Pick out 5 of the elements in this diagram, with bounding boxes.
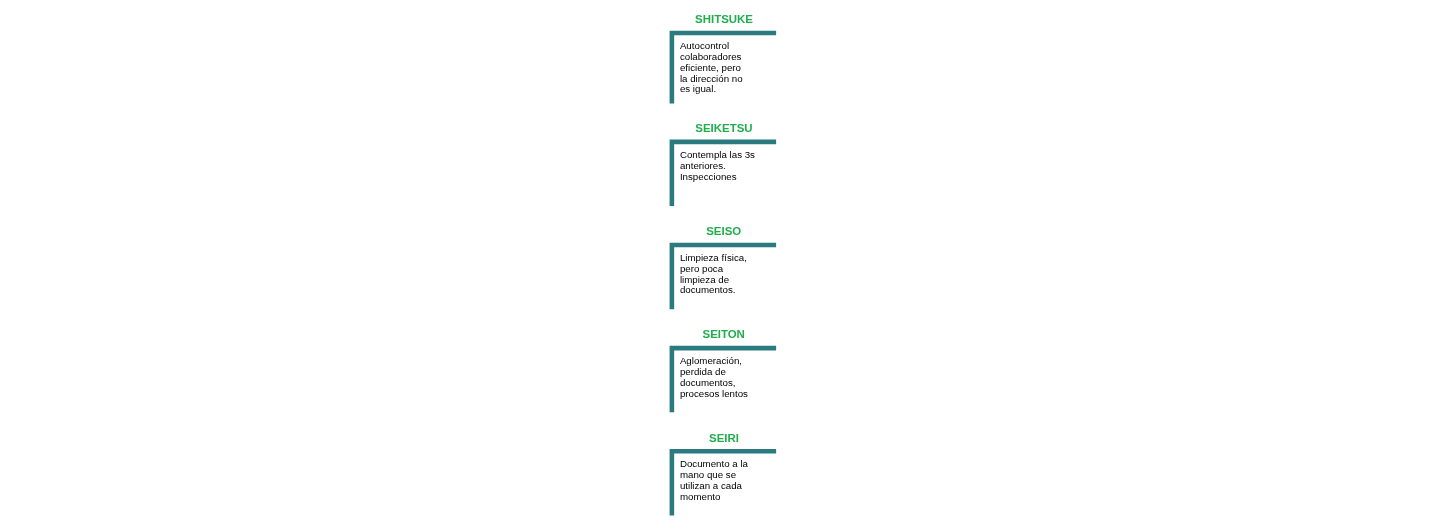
node-text: SHITSUKE Autocontrol colaboradores eficiente, pero la dirección no es igual. (679, 13, 753, 95)
node-text: SEIRI Documento a la mano que se utilizan a cada momento (679, 431, 748, 502)
node-text: SEIKETSU Contempla las 3s anteriores. Inspecciones (679, 122, 755, 182)
node-text: SEITON Aglomeración, perdida de documentos, procesos lentos (679, 328, 748, 399)
node-text: SEISO Limpieza física, pero poca limpieza de documentos. (679, 225, 747, 296)
